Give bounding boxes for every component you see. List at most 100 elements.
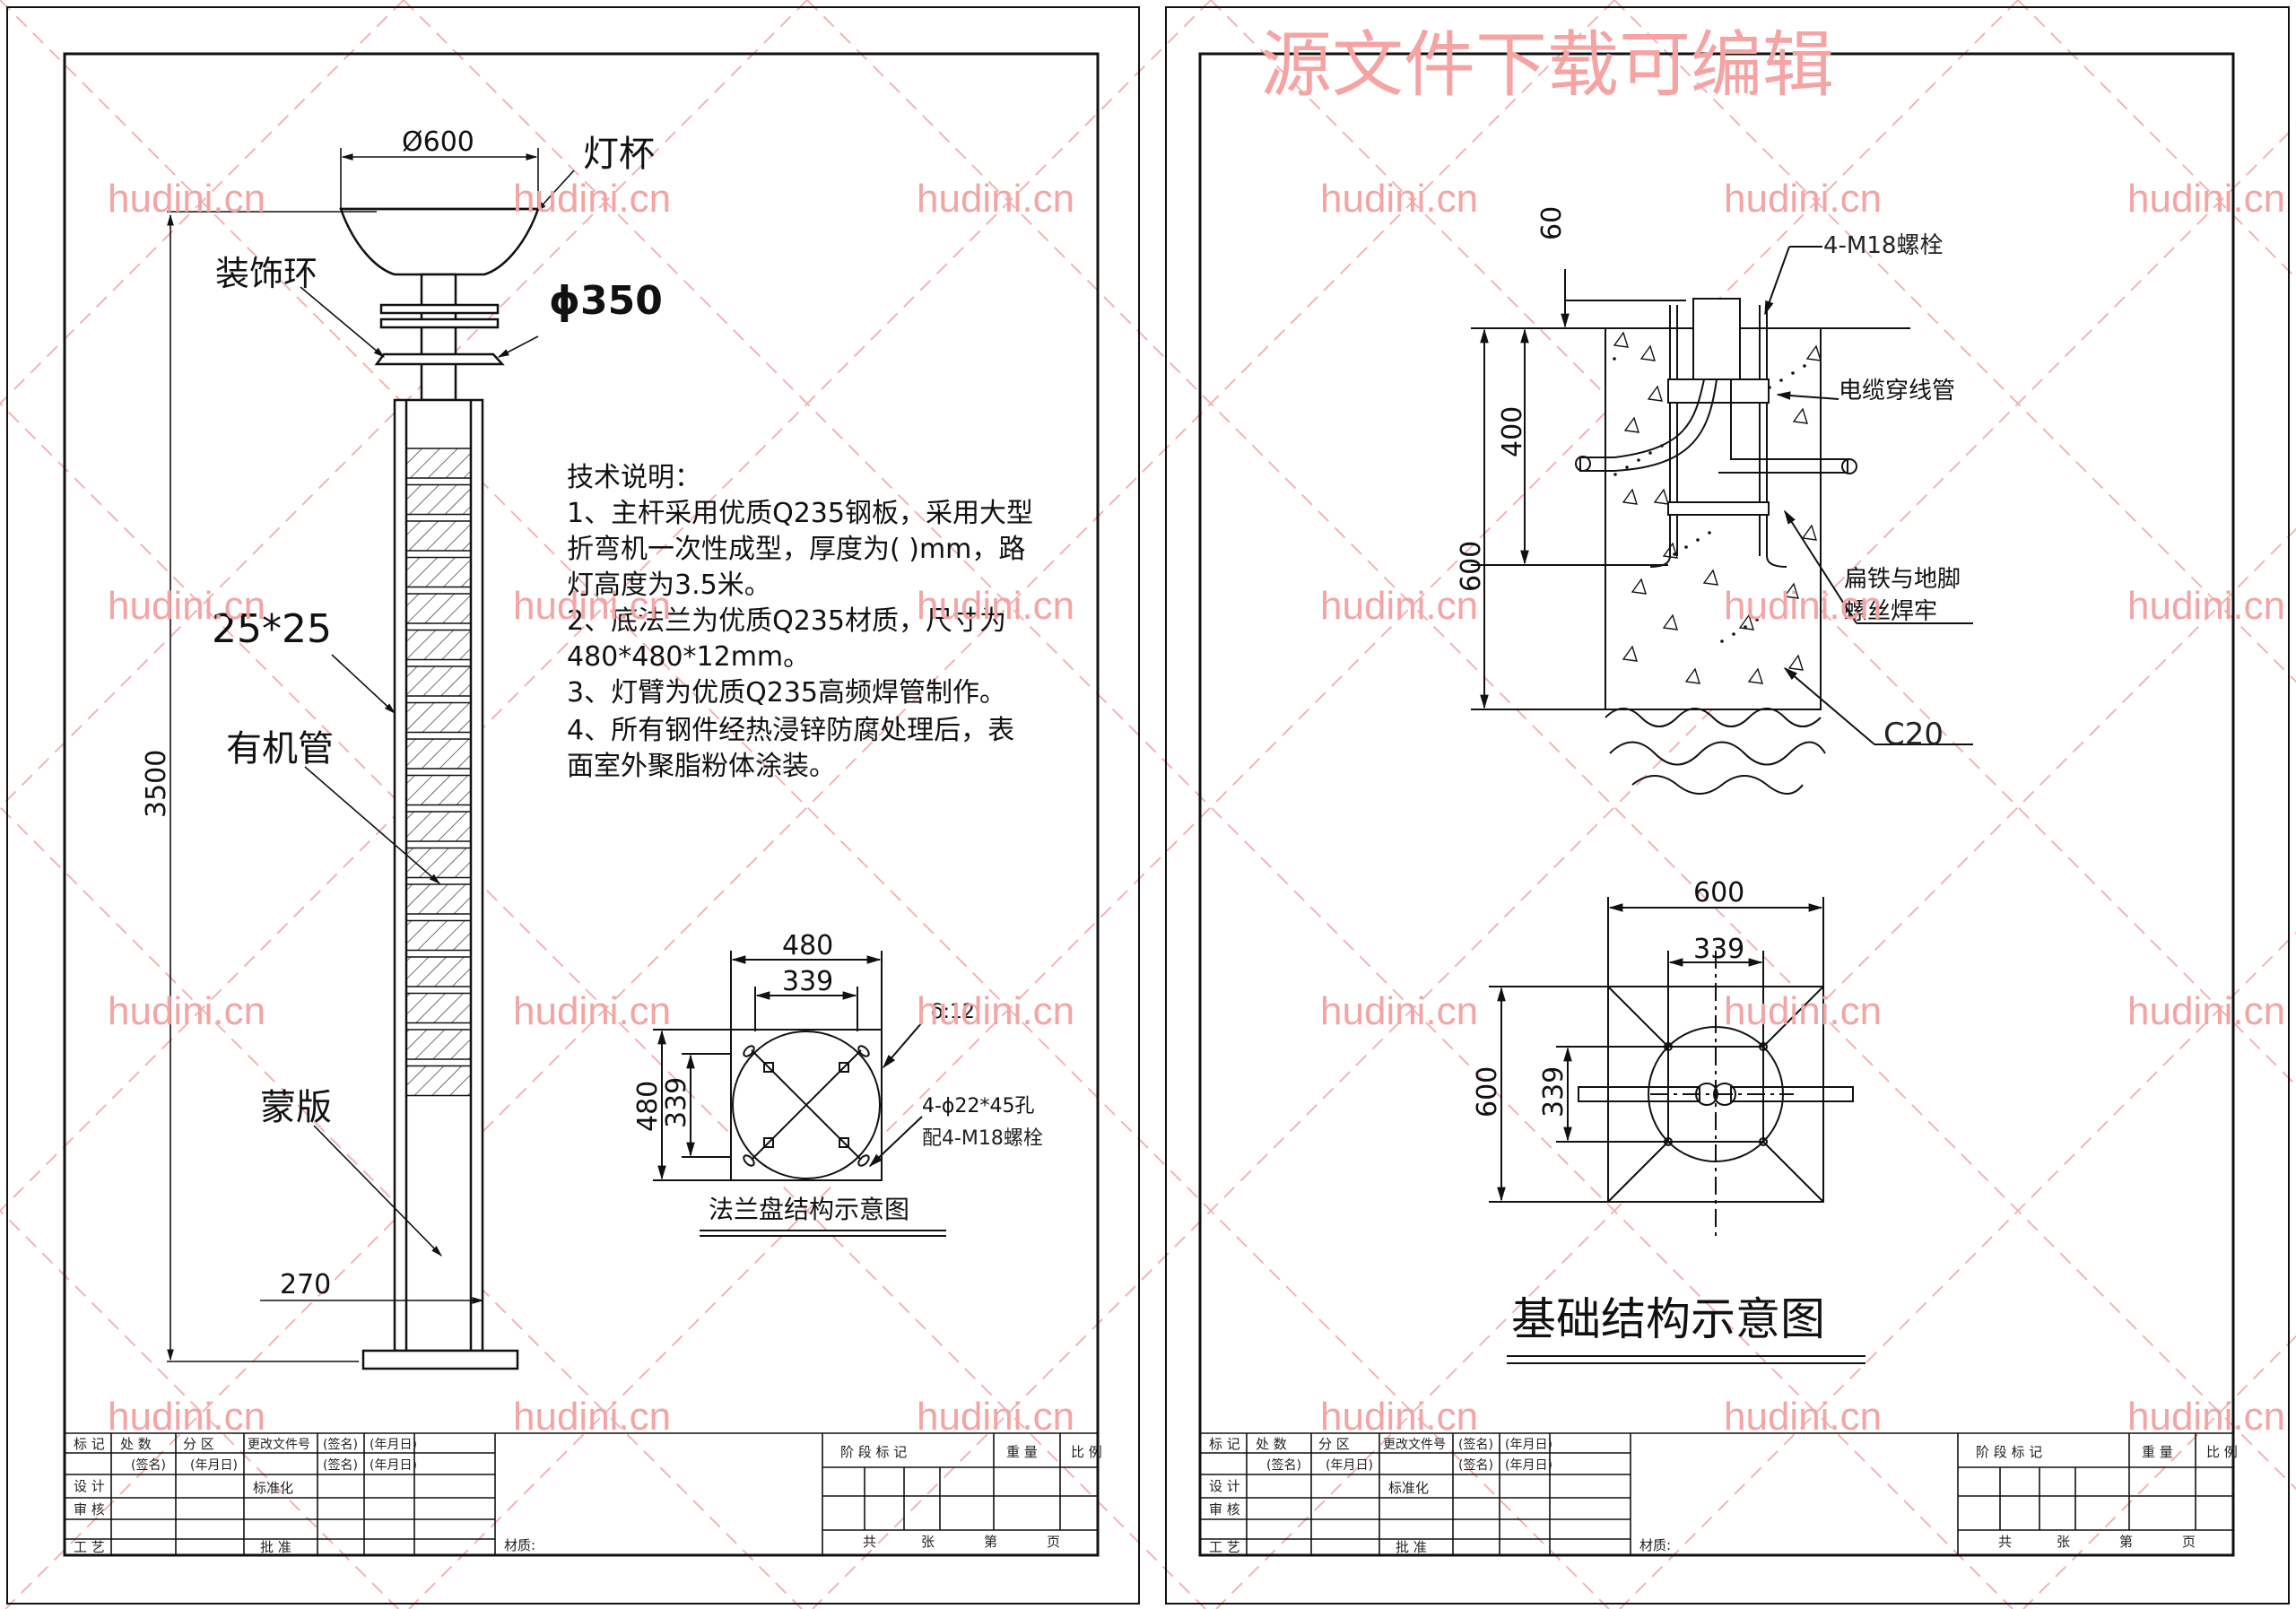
flange-inner-dim-v: 339 [661,1077,692,1128]
watermark-line [1210,0,2296,1087]
tb-approve: 批 准 [260,1539,291,1555]
tb-date: (年月日) [1505,1438,1552,1452]
watermark-line [0,0,1610,1609]
organic-tube-panel [405,1029,472,1060]
section-labels: 60 4-M18螺栓 400 电缆穿线管 600 扁铁与地脚 螺丝焊牢 C20 [1456,206,1961,752]
bolt-label: 4-M18螺栓 [1823,232,1943,259]
tb-change-doc: 更改文件号 [1383,1438,1446,1452]
organic-tube-panel [405,556,472,588]
aggregate-dot [1684,545,1688,549]
tb-process: 工 艺 [74,1539,105,1555]
ring-diameter-label: ϕ350 [549,278,663,324]
plan-height: 600 [1472,1066,1503,1118]
organic-tube-panel [405,919,472,952]
tb-design-date: (年月日) [1326,1458,1373,1473]
tb-review: 审 核 [1209,1501,1240,1518]
aggregate-mark [1639,344,1656,361]
pole-dimensions [167,148,575,1362]
aggregate-mark [1647,385,1663,402]
tb-process: 工 艺 [1209,1539,1240,1555]
watermark-text: hudini.cn [917,584,1074,628]
aggregate-mark [1738,613,1754,631]
base-width-label: 270 [280,1269,331,1300]
dim-60: 60 [1536,206,1568,240]
watermark-line [2022,1335,2296,1609]
watermark-banner: 源文件下载可编辑 [1260,23,1834,107]
tb-sheets: 共 [1998,1534,2012,1550]
foundation-section [1471,246,1973,795]
tb-standard-date: (年月日) [370,1458,417,1473]
weld-label-2: 螺丝焊牢 [1844,598,1937,625]
deco-ring-label: 装饰环 [215,254,317,293]
flange-plate [653,951,946,1237]
aggregate-mark [1783,582,1799,599]
organic-tube-panel [405,774,472,806]
tb-date: (年月日) [370,1438,417,1452]
tb-standard-date: (年月日) [1505,1458,1552,1473]
aggregate-mark [1801,524,1817,541]
watermark-text: hudini.cn [1724,1395,1882,1439]
aggregate-dot [1625,465,1629,469]
aggregate-dot [1660,444,1664,448]
flange-labels: 480 339 480 339 δ:12 4-ϕ22*45孔 配4-M18螺栓 … [632,930,1043,1224]
tech-notes: 技术说明： 1、主杆采用优质Q235钢板，采用大型 折弯机一次性成型，厚度为( … [567,462,1033,782]
watermark-text: hudini.cn [513,177,671,221]
tb-mark: 标 记 [74,1436,105,1452]
organic-tube-panels [405,448,472,1097]
tb-design: 设 计 [74,1478,105,1494]
tb-signature: (签名) [323,1437,358,1452]
watermark-text: hudini.cn [108,177,265,221]
tb-mark: 标 记 [1209,1436,1240,1452]
organic-tube-panel [405,883,472,915]
aggregate-dot [1768,386,1771,389]
watermark-text: hudini.cn [513,584,671,628]
tb-page-word: 第 [984,1534,997,1550]
flange-outer-dim: 480 [782,930,833,961]
aggregate-mark [1622,488,1638,505]
watermark-text: hudini.cn [917,989,1074,1033]
aggregate-dot [1803,364,1806,368]
watermark-text: hudini.cn [513,1395,671,1439]
tb-zone: 分 区 [183,1436,214,1452]
watermark-line [806,0,2296,1491]
plan-bolt-spacing: 339 [1693,934,1744,965]
organic-tube-panel [405,1065,472,1097]
flange-inner-dim: 339 [782,966,833,997]
watermark-text: hudini.cn [1320,177,1478,221]
tb-material: 材质: [1639,1537,1671,1553]
tb-zone: 分 区 [1318,1436,1350,1452]
aggregate-dot [1637,458,1640,462]
organic-tube-panel [405,593,472,624]
watermark-text: hudini.cn [1320,584,1478,628]
watermark-text: hudini.cn [2127,584,2285,628]
watermark-line [4,0,1615,1609]
aggregate-dot [1732,632,1735,636]
flange-outer-dim-v: 480 [632,1081,664,1132]
organic-tube-panel [405,520,472,552]
watermark-line [1613,0,2296,683]
aggregate-mark [1623,416,1639,433]
aggregate-dot [1791,371,1795,375]
watermark-text: hudini.cn [108,1395,265,1439]
flange-holes: 4-ϕ22*45孔 [922,1095,1034,1118]
lamp-cup-label: 灯杯 [583,134,655,175]
tb-count: 处 数 [120,1436,152,1452]
tb-review: 审 核 [74,1501,105,1518]
watermark-line [2017,0,2296,280]
aggregate-mark [1653,488,1669,505]
tb-stage: 阶 段 标 记 [840,1444,907,1460]
watermark-text: hudini.cn [108,584,265,628]
organic-tube-panel [405,483,472,516]
tech-note-line: 3、灯臂为优质Q235高频焊管制作。 [567,677,1006,709]
aggregate-dot [1755,618,1759,622]
tb-page-end: 页 [1047,1534,1060,1550]
tech-note-line: 480*480*12mm。 [567,641,810,673]
pole-height-label: 3500 [141,750,172,818]
aggregate-mark [1631,578,1647,595]
flange-bolts: 配4-M18螺栓 [922,1127,1043,1150]
watermark-text: hudini.cn [1320,1395,1478,1439]
organic-tube-panel [405,448,472,479]
tb-scale: 比 例 [1071,1444,1102,1460]
aggregate-dot [1613,357,1616,361]
aggregate-mark [1747,667,1763,684]
